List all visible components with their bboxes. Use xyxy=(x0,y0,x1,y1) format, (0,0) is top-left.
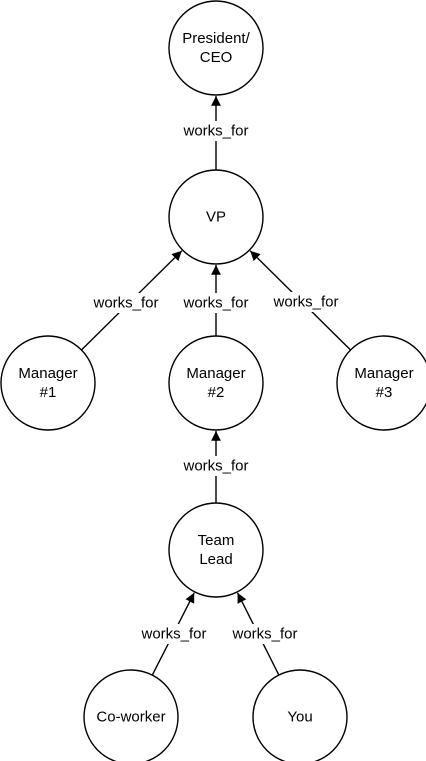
node-label: You xyxy=(287,709,312,726)
node-circle xyxy=(168,335,264,431)
node-coworker: Co-worker xyxy=(83,669,179,761)
edge-label-works-for: works_for xyxy=(92,295,158,312)
node-label: CEO xyxy=(200,49,233,66)
node-circle xyxy=(168,0,264,96)
node-circle xyxy=(168,169,264,265)
edge-label-works-for: works_for xyxy=(182,295,248,312)
edge-label-background xyxy=(269,292,343,312)
edge-label-background xyxy=(179,121,253,141)
node-circle xyxy=(168,502,264,598)
node-circle xyxy=(336,335,426,431)
edge-label-group: works_for xyxy=(137,624,211,644)
node-label: #2 xyxy=(208,384,225,401)
node-vp: VP xyxy=(168,169,264,265)
edge-label-group: works_for xyxy=(228,624,302,644)
edge-label-background xyxy=(179,456,253,476)
edge-label-group: works_for xyxy=(179,293,253,313)
node-label: #3 xyxy=(376,384,393,401)
edge-label-works-for: works_for xyxy=(182,458,248,475)
edge-label-works-for: works_for xyxy=(231,626,297,643)
edge-label-group: works_for xyxy=(179,121,253,141)
node-label: VP xyxy=(206,209,226,226)
node-label: Manager xyxy=(354,365,413,382)
node-circle xyxy=(0,335,96,431)
edge-label-works-for: works_for xyxy=(272,294,338,311)
node-label: #1 xyxy=(40,384,57,401)
node-label: President/ xyxy=(182,30,250,47)
node-circle xyxy=(83,669,179,761)
node-manager1: Manager #1 xyxy=(0,335,96,431)
edge-label-group: works_for xyxy=(269,292,343,312)
edge-label-background xyxy=(89,293,163,313)
edge-label-works-for: works_for xyxy=(140,626,206,643)
node-label: Manager xyxy=(18,365,77,382)
edge-label-group: works_for xyxy=(89,293,163,313)
node-circle xyxy=(252,669,348,761)
node-label: Co-worker xyxy=(96,709,165,726)
node-label: Manager xyxy=(186,365,245,382)
edge-label-background xyxy=(179,293,253,313)
node-you: You xyxy=(252,669,348,761)
edge-label-background xyxy=(228,624,302,644)
node-manager2: Manager #2 xyxy=(168,335,264,431)
edge-label-background xyxy=(137,624,211,644)
edge-label-works-for: works_for xyxy=(182,123,248,140)
node-label: Lead xyxy=(199,551,232,568)
node-ceo: President/CEO xyxy=(168,0,264,96)
node-label: Team xyxy=(198,532,235,549)
node-manager3: Manager #3 xyxy=(336,335,426,431)
edge-label-group: works_for xyxy=(179,456,253,476)
